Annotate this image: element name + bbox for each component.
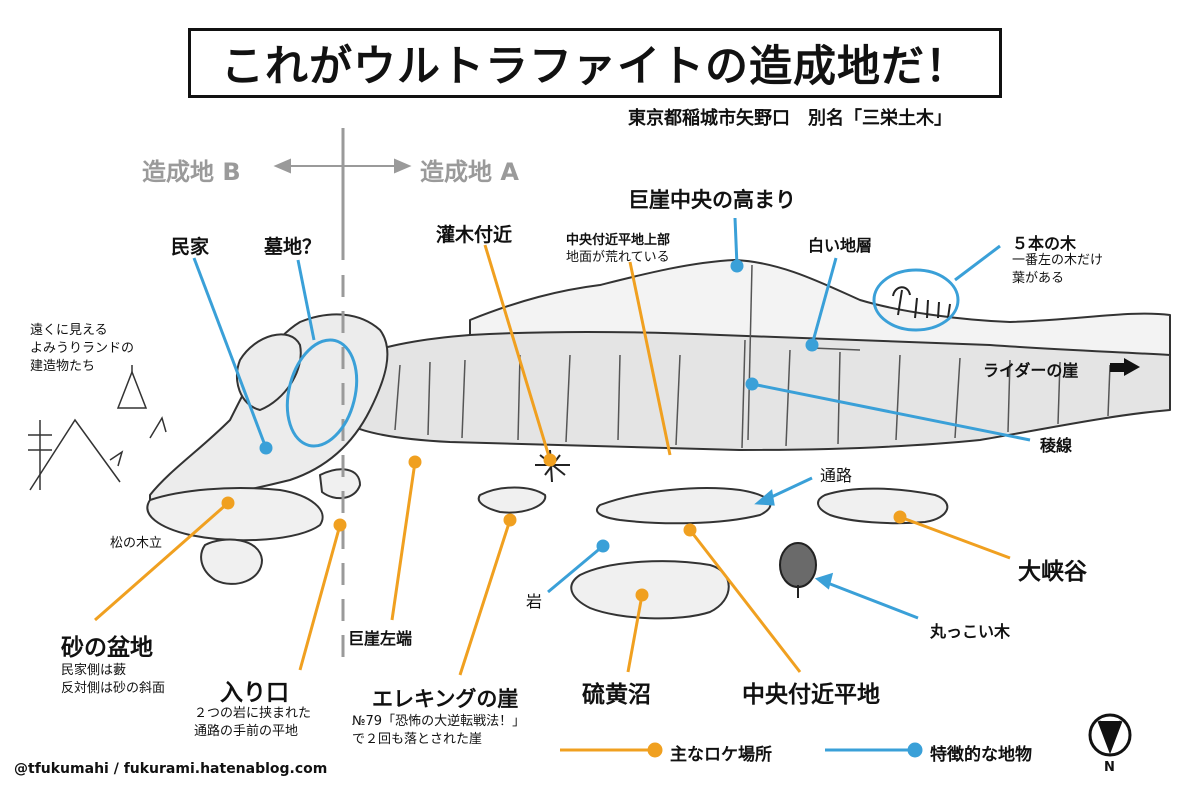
label-ereking-title: エレキングの崖 [372, 687, 519, 711]
label-ryosen: 稜線 [1040, 436, 1073, 455]
zone-arrows [273, 158, 412, 174]
left-hill [149, 313, 389, 506]
page-subtitle: 東京都稲城市矢野口 別名「三栄土木」 [628, 108, 952, 129]
compass-letter: N [1104, 760, 1115, 775]
label-minka: 民家 [171, 236, 210, 258]
zone-b-label: 造成地 B [142, 158, 241, 186]
label-yomiuri: 遠くに見える よみうりランドの 建造物たち [30, 323, 135, 374]
page-title: これがウルトラファイトの造成地だ！ [188, 28, 1002, 98]
label-chuo-jobu-title: 中央付近平地上部 [566, 233, 671, 248]
label-iwa: 岩 [526, 592, 543, 611]
compass-icon [1088, 713, 1132, 757]
label-iou: 硫黄沼 [582, 682, 651, 708]
highlight-ovals [285, 268, 960, 448]
legend-feature-label: 特徴的な地物 [930, 745, 1032, 765]
label-suna-note: 民家側は藪 反対側は砂の斜面 [61, 663, 166, 696]
credit-text: @tfukumahi / fukurami.hatenablog.com [14, 761, 328, 777]
label-daikyokoku: 大峡谷 [1018, 559, 1087, 585]
label-matsu: 松の木立 [110, 536, 163, 551]
label-iriguchi-note: ２つの岩に挟まれた 通路の手前の平地 [194, 706, 312, 739]
label-bochi: 墓地？ [264, 236, 322, 258]
label-ereking-note: №79「恐怖の大逆転戦法！」 で２回も落とされた崖 [352, 714, 526, 747]
label-kyogai-takamari: 巨崖中央の高まり [628, 188, 796, 212]
label-suna-title: 砂の盆地 [61, 635, 153, 661]
label-shiroi-chiso: 白い地層 [808, 236, 873, 255]
five-trees [892, 286, 951, 319]
yomiuri-structures [28, 365, 167, 491]
label-gohon-title: ５本の木 [1012, 234, 1077, 253]
legend-marks [560, 742, 923, 758]
label-chuo-heichi: 中央付近平地 [742, 682, 880, 708]
legend-main-label: 主なロケ場所 [670, 745, 772, 765]
blue-leaders [192, 217, 1031, 620]
zone-a-label: 造成地 A [420, 158, 519, 186]
orange-leaders [94, 244, 1011, 676]
rider-arrow-icon [1110, 358, 1140, 376]
label-iriguchi-title: 入り口 [220, 680, 289, 706]
label-marukkoi: 丸っこい木 [930, 622, 1011, 641]
cliff-face [349, 330, 1171, 451]
round-tree [779, 542, 817, 598]
label-kyogai-satan: 巨崖左端 [348, 629, 413, 648]
cliff-texture [394, 264, 1111, 449]
label-gohon-note: 一番左の木だけ 葉がある [1012, 253, 1104, 286]
label-kanboku: 灌木付近 [436, 224, 513, 246]
label-chuo-jobu-note: 地面が荒れている [566, 250, 670, 265]
ground-mounds [146, 468, 949, 620]
label-tsuro: 通路 [820, 466, 853, 485]
label-rider: ライダーの崖 [983, 361, 1079, 380]
